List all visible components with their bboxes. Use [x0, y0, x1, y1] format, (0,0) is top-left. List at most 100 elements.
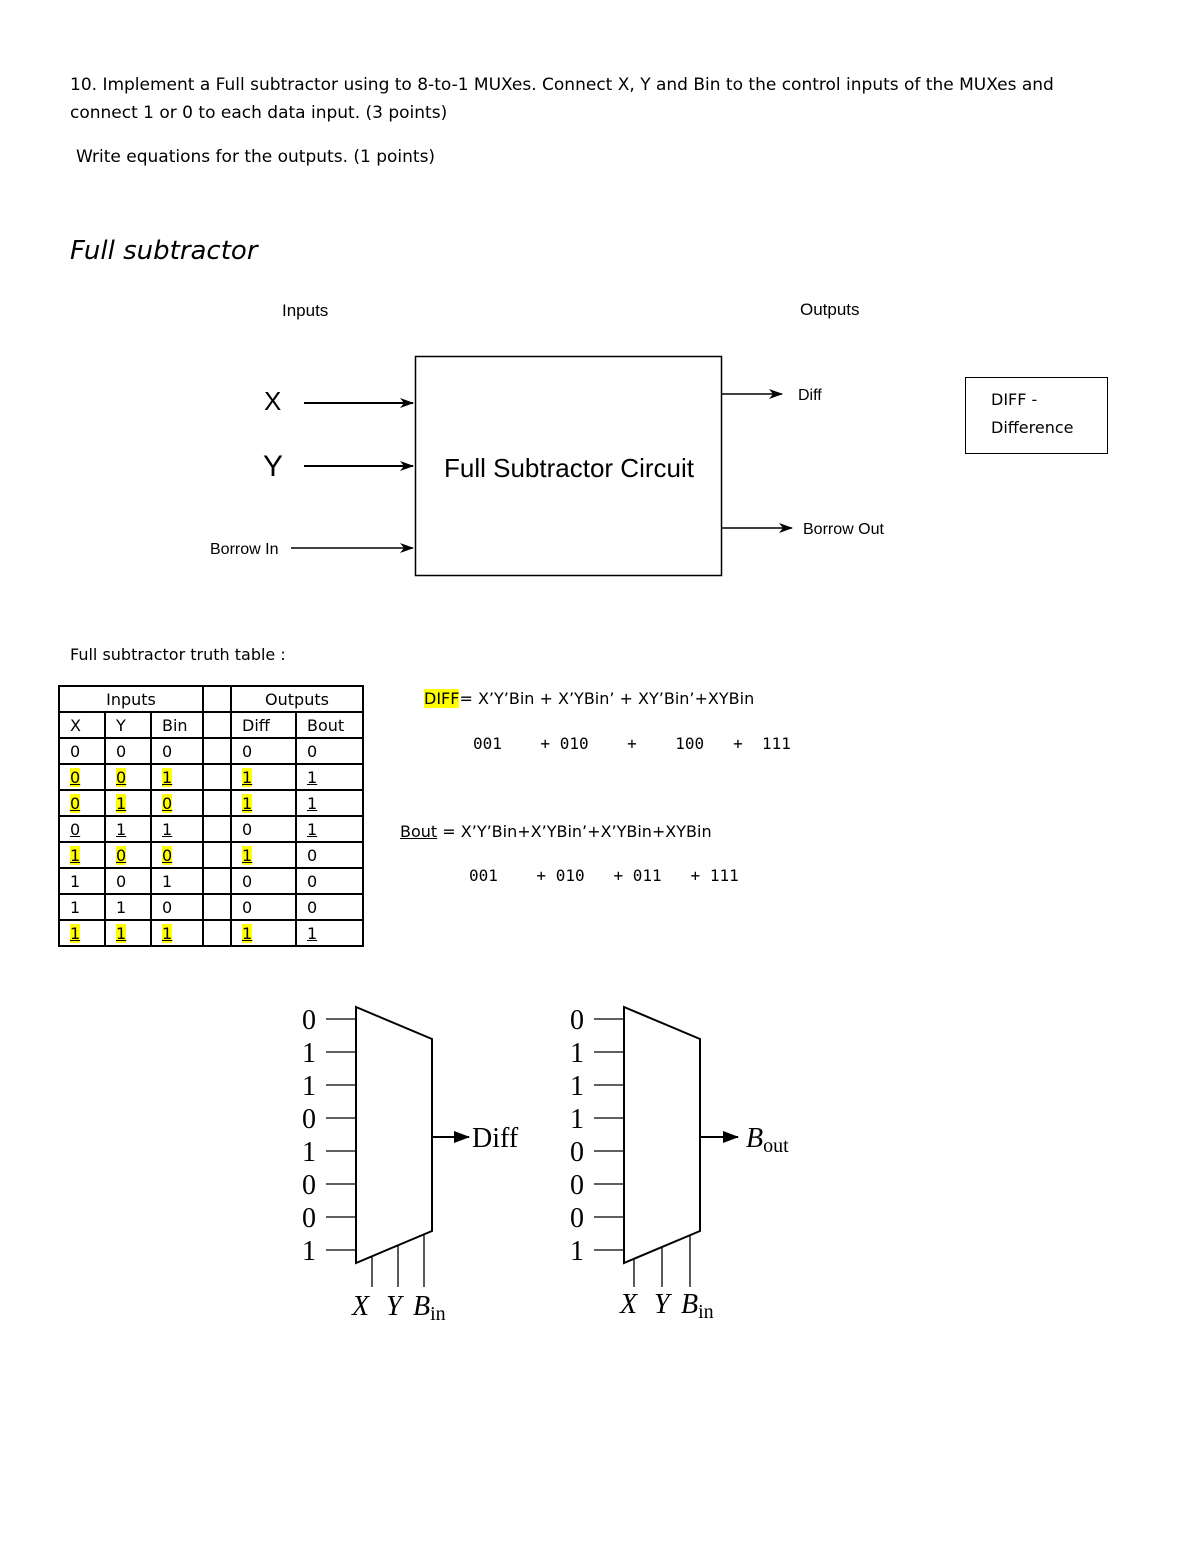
circuit-box — [414, 355, 723, 577]
table-column-header-row: X Y Bin Diff Bout — [58, 711, 364, 739]
diff-mux-input-label: 1 — [302, 1071, 316, 1102]
table-cell: 0 — [242, 741, 253, 761]
output-borrow-label: Borrow Out — [803, 521, 884, 538]
diff-mux-input-label: 0 — [302, 1005, 316, 1036]
note-box: DIFF - Difference — [965, 377, 1108, 454]
bout-mux-input-label: 1 — [570, 1104, 584, 1135]
table-cell: 1 — [242, 923, 253, 943]
question-line-2: connect 1 or 0 to each data input. (3 po… — [70, 103, 448, 123]
diff-mux-select-x: X — [351, 1291, 370, 1322]
bout-mux-input-label: 0 — [570, 1137, 584, 1168]
table-cell: 0 — [307, 897, 318, 917]
table-row: 1 1 1 1 1 — [58, 919, 364, 947]
table-cell: 1 — [116, 793, 127, 813]
table-cell: 0 — [307, 741, 318, 761]
bout-mux-output-label: B — [746, 1123, 763, 1154]
outputs-label: Outputs — [800, 300, 860, 319]
input-borrow-label: Borrow In — [210, 541, 278, 558]
table-cell: 1 — [70, 897, 81, 917]
table-cell: 1 — [242, 845, 253, 865]
circuit-label: Full Subtractor Circuit — [444, 453, 695, 483]
table-caption: Full subtractor truth table : — [70, 645, 286, 664]
group-header-outputs: Outputs — [230, 685, 364, 713]
bout-mux-input-label: 0 — [570, 1005, 584, 1036]
bout-mux-select-b-sub: in — [698, 1301, 714, 1323]
bout-mux-input-label: 1 — [570, 1236, 584, 1267]
diff-mux-output-label: Diff — [472, 1123, 519, 1154]
table-row: 0 1 0 1 1 — [58, 789, 364, 817]
bout-mux-output-sub: out — [763, 1135, 789, 1157]
output-diff-label: Diff — [798, 387, 822, 404]
table-cell: 0 — [116, 845, 127, 865]
bout-mux-input-label: 1 — [570, 1071, 584, 1102]
table-group-header-row: Inputs Outputs — [58, 685, 364, 713]
table-row: 0 0 1 1 1 — [58, 763, 364, 791]
input-y-label: Y — [263, 450, 283, 483]
table-cell: 0 — [242, 871, 253, 891]
diff-equation-label: DIFF — [424, 689, 460, 708]
bout-equation-expression: = X’Y’Bin+X’YBin’+X’YBin+XYBin — [437, 822, 712, 841]
question-line-1: 10. Implement a Full subtractor using to… — [70, 75, 1054, 95]
inputs-label: Inputs — [282, 301, 328, 320]
bout-mux-select-y: Y — [654, 1289, 673, 1320]
group-header-inputs: Inputs — [58, 685, 204, 713]
bout-mux-input-label: 1 — [570, 1038, 584, 1069]
table-cell: 0 — [70, 767, 81, 787]
table-row: 1 0 0 1 0 — [58, 841, 364, 869]
table-cell: 0 — [242, 897, 253, 917]
diff-mux-body — [355, 1005, 433, 1265]
bout-mux-body — [623, 1005, 701, 1265]
svg-text:Bout: Bout — [746, 1123, 789, 1157]
diff-mux-input-label: 0 — [302, 1104, 316, 1135]
table-cell: 1 — [162, 923, 173, 943]
table-cell: 0 — [162, 793, 173, 813]
table-cell: 1 — [116, 923, 127, 943]
table-cell: 1 — [162, 871, 173, 891]
table-cell: 0 — [307, 845, 318, 865]
table-cell: 0 — [70, 819, 81, 839]
diff-mux-input-label: 0 — [302, 1170, 316, 1201]
table-row: 0 0 0 0 0 — [58, 737, 364, 765]
table-cell: 1 — [116, 819, 127, 839]
table-cell: 1 — [307, 767, 318, 787]
truth-table: Inputs Outputs X Y Bin Diff Bout 0 0 0 0… — [58, 685, 364, 947]
note-line-2: Difference — [991, 418, 1074, 437]
section-heading: Full subtractor — [70, 236, 258, 266]
diff-mux-input-label: 1 — [302, 1137, 316, 1168]
table-cell: 0 — [307, 871, 318, 891]
diff-mux-select-b-sub: in — [430, 1303, 446, 1325]
table-cell: 0 — [242, 819, 253, 839]
table-cell: 0 — [70, 793, 81, 813]
table-cell: 1 — [116, 897, 127, 917]
table-cell: 1 — [242, 793, 253, 813]
table-cell: 1 — [70, 923, 81, 943]
diff-mux-select-y: Y — [386, 1291, 405, 1322]
table-cell: 1 — [307, 793, 318, 813]
diff-mux-select-b: B — [413, 1291, 430, 1322]
table-cell: 0 — [162, 741, 173, 761]
svg-text:Bin: Bin — [413, 1291, 446, 1325]
diff-minterms: 001 + 010 + 100 + 111 — [473, 734, 791, 753]
diff-mux-input-label: 1 — [302, 1236, 316, 1267]
table-cell: 0 — [116, 767, 127, 787]
bout-mux-select-x: X — [619, 1289, 638, 1320]
table-cell: 1 — [307, 819, 318, 839]
block-diagram: Inputs Outputs Full Subtractor Circuit X… — [210, 300, 884, 577]
bout-mux-input-label: 0 — [570, 1170, 584, 1201]
table-row: 0 1 1 0 1 — [58, 815, 364, 843]
table-cell: 1 — [162, 819, 173, 839]
diff-equation-expression: = X’Y’Bin + X’YBin’ + XY’Bin’+XYBin — [459, 689, 755, 708]
diff-mux-input-label: 1 — [302, 1038, 316, 1069]
table-cell: 1 — [242, 767, 253, 787]
bout-mux-select-b: B — [681, 1289, 698, 1320]
bout-mux-input-label: 0 — [570, 1203, 584, 1234]
table-cell: 1 — [307, 923, 318, 943]
input-x-label: X — [264, 386, 281, 416]
diff-equation: DIFF= X’Y’Bin + X’YBin’ + XY’Bin’+XYBin — [424, 689, 754, 708]
column-header: Bin — [150, 711, 204, 739]
table-cell: 0 — [162, 897, 173, 917]
bout-equation-label: Bout — [400, 822, 438, 841]
column-header: X — [58, 711, 106, 739]
